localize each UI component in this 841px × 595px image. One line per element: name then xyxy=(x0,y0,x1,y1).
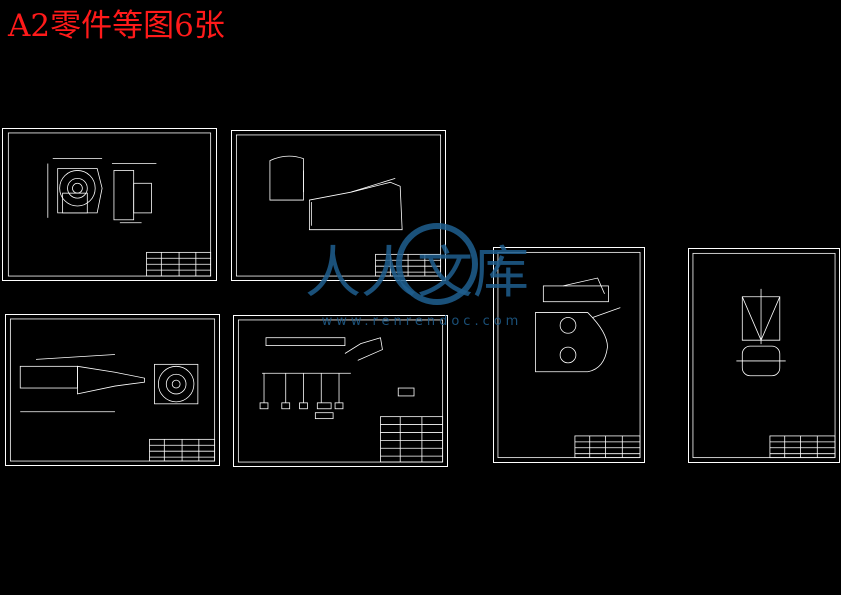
drawing-sheet-1[interactable] xyxy=(2,128,217,281)
page-title: A2零件等图6张 xyxy=(8,8,225,44)
sheet-3-drawing xyxy=(9,318,216,462)
drawing-sheet-5[interactable] xyxy=(493,247,645,463)
sheet-4-drawing xyxy=(237,319,444,463)
drawing-sheet-4[interactable] xyxy=(233,315,448,467)
sheet-2-drawing xyxy=(235,134,442,277)
sheet-1-drawing xyxy=(7,132,212,277)
sheet-6-drawing xyxy=(692,252,836,459)
sheet-5-drawing xyxy=(497,251,641,459)
drawing-sheet-3[interactable] xyxy=(5,314,220,466)
drawing-sheet-2[interactable] xyxy=(231,130,446,281)
drawing-sheet-6[interactable] xyxy=(688,248,840,463)
